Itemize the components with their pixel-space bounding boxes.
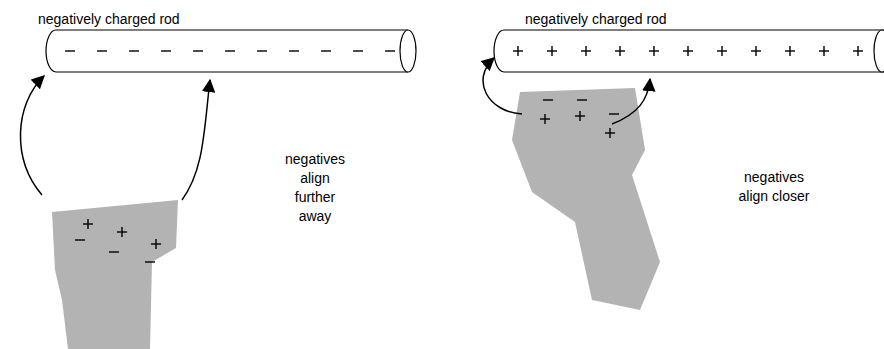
charge-signs bbox=[75, 100, 619, 262]
note-text: negatives align further away bbox=[279, 150, 351, 226]
minus-signs bbox=[65, 50, 395, 51]
note-text: negatives align closer bbox=[738, 168, 810, 206]
plus-signs bbox=[513, 46, 863, 56]
arrows bbox=[20, 58, 650, 200]
rod bbox=[46, 30, 416, 72]
paper-piece bbox=[512, 88, 660, 310]
rod bbox=[494, 30, 884, 72]
rod-title: negatively charged rod bbox=[525, 10, 667, 29]
paper-piece bbox=[52, 200, 178, 349]
rod-title: negatively charged rod bbox=[38, 10, 180, 29]
